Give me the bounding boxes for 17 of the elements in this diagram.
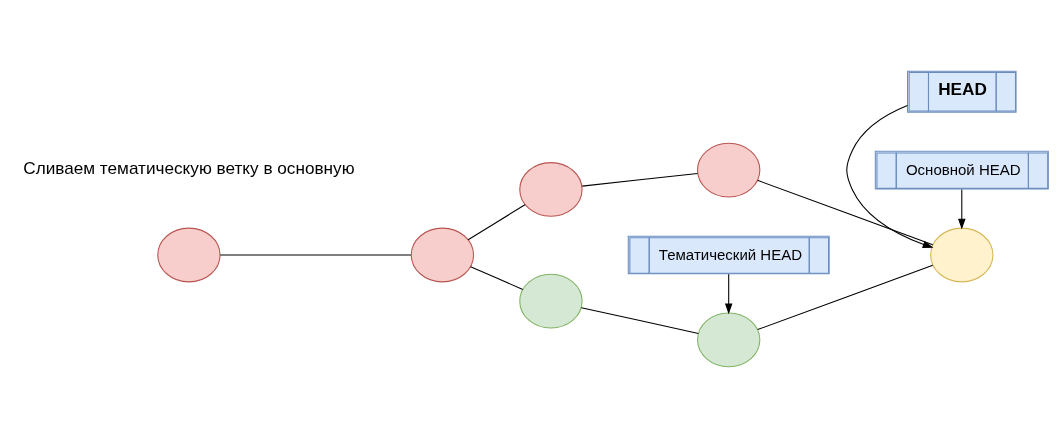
label: Сливаем тематическую ветку в основную (23, 157, 355, 178)
arrow (846, 104, 934, 248)
node-circle (930, 227, 994, 282)
connector (757, 179, 934, 245)
connector (581, 172, 699, 187)
node-circle (410, 227, 475, 282)
connector (467, 203, 526, 240)
arrow (958, 188, 966, 229)
node-circle (697, 142, 761, 197)
connector (580, 306, 699, 334)
connector (470, 265, 524, 290)
connector (757, 264, 934, 330)
arrow (724, 273, 733, 314)
node-circle (157, 227, 221, 282)
node-circle (519, 161, 583, 217)
node-circle (697, 311, 761, 367)
node-circle (519, 273, 583, 329)
